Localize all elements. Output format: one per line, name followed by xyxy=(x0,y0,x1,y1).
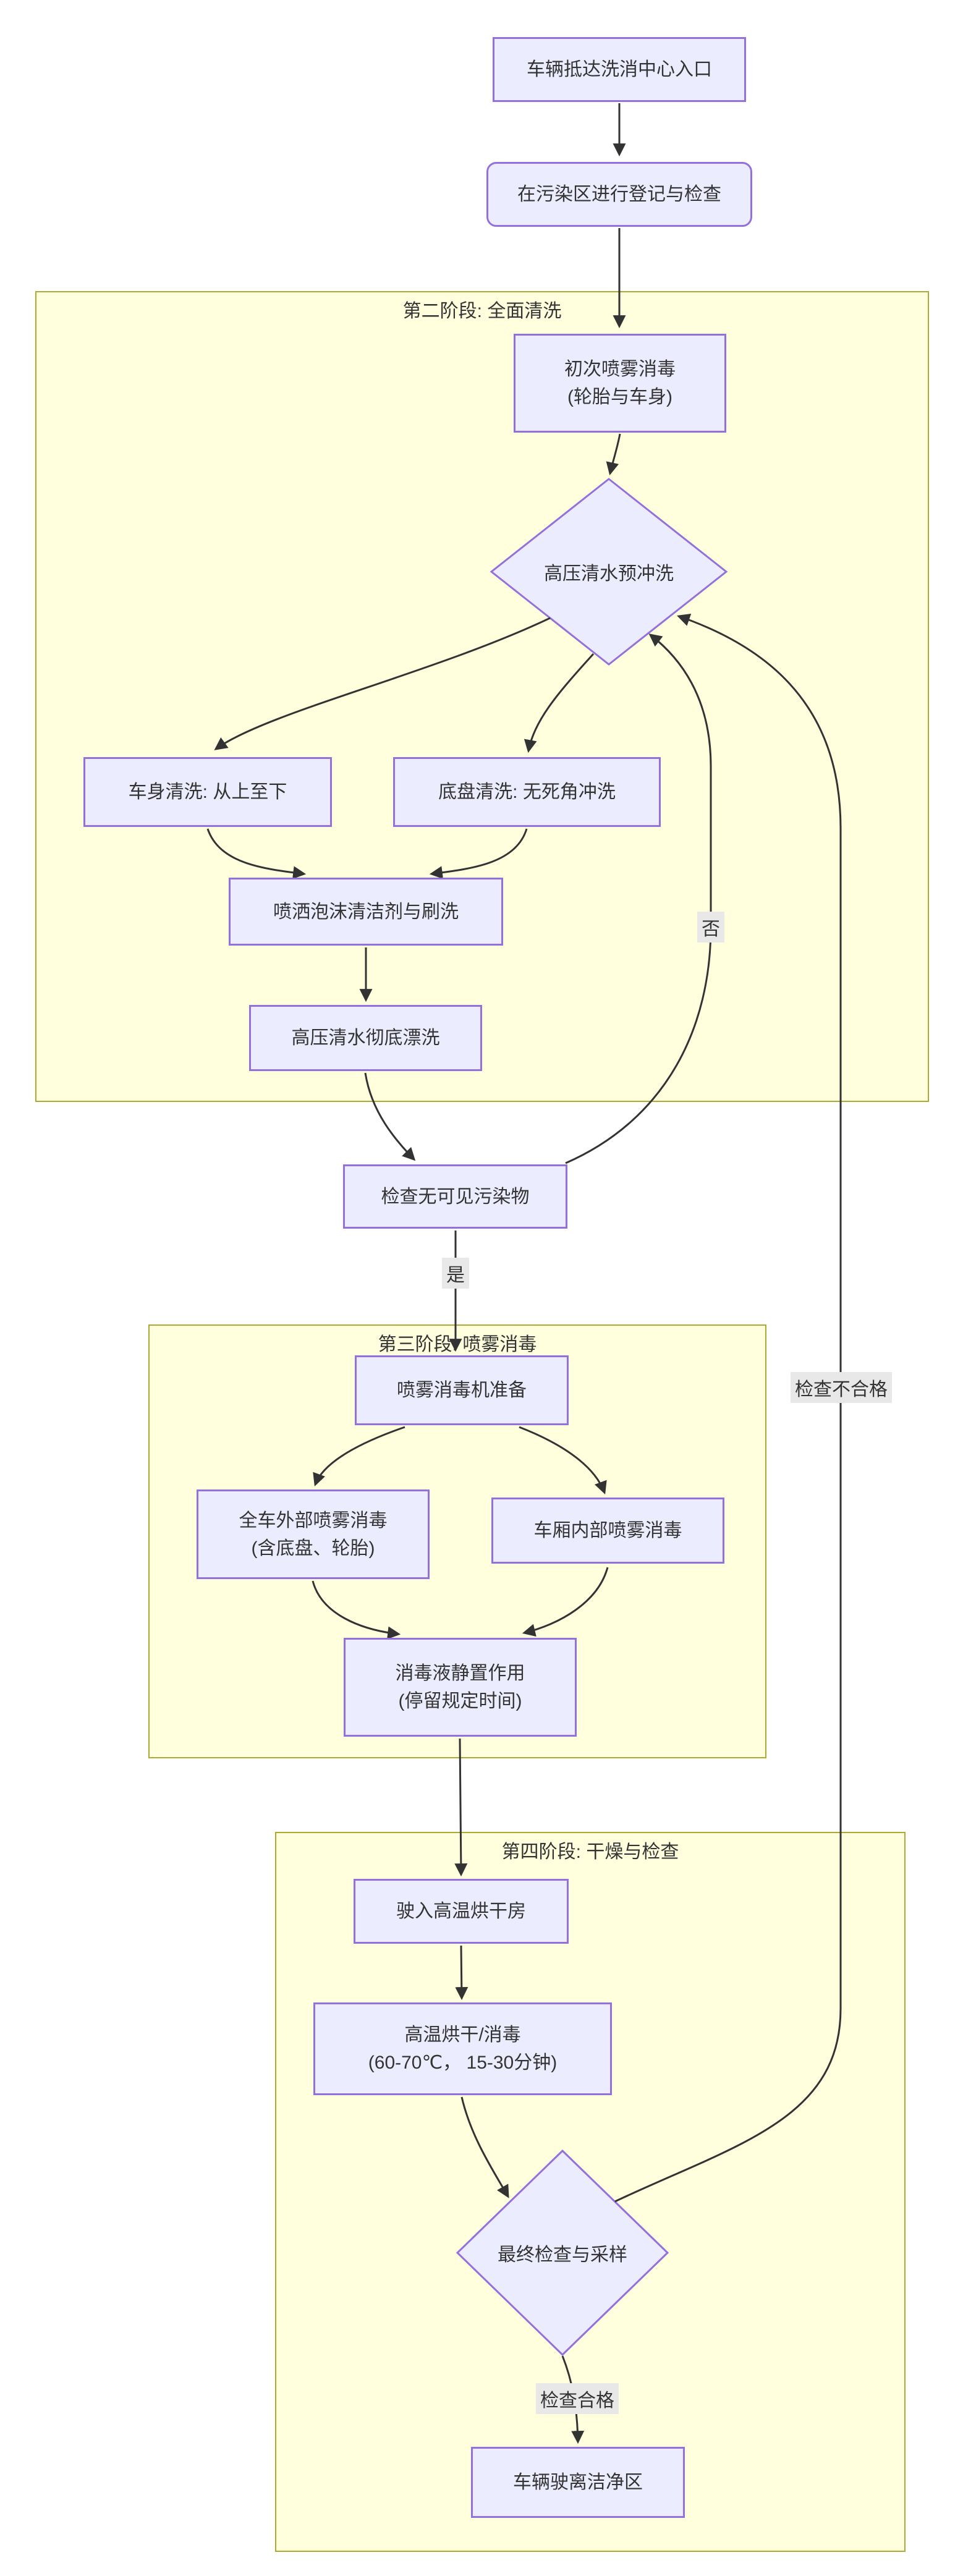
node-pre-rinse-label: 高压清水预冲洗 xyxy=(544,564,674,584)
node-inspect-clean: 检查无可见污染物 xyxy=(343,1164,567,1229)
node-exterior-spray-line2: (含底盘、轮胎) xyxy=(251,1538,375,1559)
node-depart-label: 车辆驶离洁净区 xyxy=(513,2472,643,2493)
node-final-rinse-label: 高压清水彻底漂洗 xyxy=(291,1028,440,1048)
edge-sprayerprep-extspray xyxy=(313,1426,405,1486)
edge-sprayerprep-cabinspray xyxy=(519,1426,607,1494)
edge-drydisinfect-finalcheck xyxy=(460,2096,509,2198)
node-final-check-label: 最终检查与采样 xyxy=(498,2245,627,2265)
edge-inspect-no-prerinse xyxy=(565,633,712,1164)
node-sprayer-prep: 喷雾消毒机准备 xyxy=(355,1355,569,1425)
node-exterior-spray-line1: 全车外部喷雾消毒 xyxy=(239,1510,388,1531)
cluster-stage2-full-wash xyxy=(35,291,929,1102)
node-dwell-line1: 消毒液静置作用 xyxy=(395,1663,525,1684)
cluster-stage4-title: 第四阶段: 干燥与检查 xyxy=(501,1842,679,1862)
node-body-wash-label: 车身清洗: 从上至下 xyxy=(128,782,287,802)
edge-label-yes: 是 xyxy=(442,1258,469,1289)
node-drying-room: 驶入高温烘干房 xyxy=(354,1879,569,1944)
node-final-rinse: 高压清水彻底漂洗 xyxy=(249,1005,482,1071)
edge-finalrinse-inspect xyxy=(364,1072,416,1161)
node-body-wash: 车身清洗: 从上至下 xyxy=(83,757,332,827)
node-chassis-wash: 底盘清洗: 无死角冲洗 xyxy=(393,757,661,827)
node-initial-spray-line2: (轮胎与车身) xyxy=(567,387,672,407)
node-exterior-spray: 全车外部喷雾消毒 (含底盘、轮胎) xyxy=(197,1489,430,1579)
edge-chassiswash-foam xyxy=(429,828,528,879)
edge-dwell-dryingroom xyxy=(454,1738,468,1877)
edge-dryingroom-drydisinfect xyxy=(455,1945,469,2001)
node-dwell: 消毒液静置作用 (停留规定时间) xyxy=(344,1638,577,1737)
node-initial-spray-line1: 初次喷雾消毒 xyxy=(564,359,676,379)
cluster-stage2-title: 第二阶段: 全面清洗 xyxy=(402,301,562,321)
cluster-stage3-title: 第三阶段: 喷雾消毒 xyxy=(378,1334,537,1355)
node-cabin-spray: 车厢内部喷雾消毒 xyxy=(491,1498,724,1564)
node-sprayer-prep-label: 喷雾消毒机准备 xyxy=(397,1380,527,1400)
node-arrive: 车辆抵达洗消中心入口 xyxy=(493,37,746,102)
node-dwell-line2: (停留规定时间) xyxy=(398,1691,522,1711)
node-dry-disinfect-line1: 高温烘干/消毒 xyxy=(404,2025,521,2045)
node-inspect-clean-label: 检查无可见污染物 xyxy=(381,1186,530,1207)
edge-extspray-dwell xyxy=(312,1580,401,1640)
edge-label-fail: 检查不合格 xyxy=(791,1372,892,1403)
edge-bodywash-foam xyxy=(206,828,307,879)
node-arrive-label: 车辆抵达洗消中心入口 xyxy=(527,59,712,80)
node-register-label: 在污染区进行登记与检查 xyxy=(517,184,721,205)
node-foam-scrub: 喷洒泡沫清洁剂与刷洗 xyxy=(229,878,503,946)
edge-label-no: 否 xyxy=(697,912,724,943)
edge-cabinspray-dwell xyxy=(522,1567,609,1637)
node-foam-scrub-label: 喷洒泡沫清洁剂与刷洗 xyxy=(273,901,459,922)
node-dry-disinfect-line2: (60-70℃， 15-30分钟) xyxy=(368,2053,558,2073)
edge-prerinse-chassiswash xyxy=(524,653,595,753)
node-dry-disinfect: 高温烘干/消毒 (60-70℃， 15-30分钟) xyxy=(313,2002,612,2095)
node-depart: 车辆驶离洁净区 xyxy=(471,2447,685,2518)
node-register: 在污染区进行登记与检查 xyxy=(486,162,752,227)
node-drying-room-label: 驶入高温烘干房 xyxy=(396,1901,526,1921)
diamond-final-check xyxy=(456,2149,669,2357)
node-initial-spray: 初次喷雾消毒 (轮胎与车身) xyxy=(514,334,726,433)
node-chassis-wash-label: 底盘清洗: 无死角冲洗 xyxy=(438,782,616,802)
edge-prerinse-bodywash xyxy=(214,617,551,750)
edge-finalcheck-fail-prerinse xyxy=(614,613,842,2203)
edge-initialspray-prerinse xyxy=(606,433,621,476)
node-cabin-spray-label: 车厢内部喷雾消毒 xyxy=(533,1520,682,1541)
edge-label-pass: 检查合格 xyxy=(536,2383,619,2414)
